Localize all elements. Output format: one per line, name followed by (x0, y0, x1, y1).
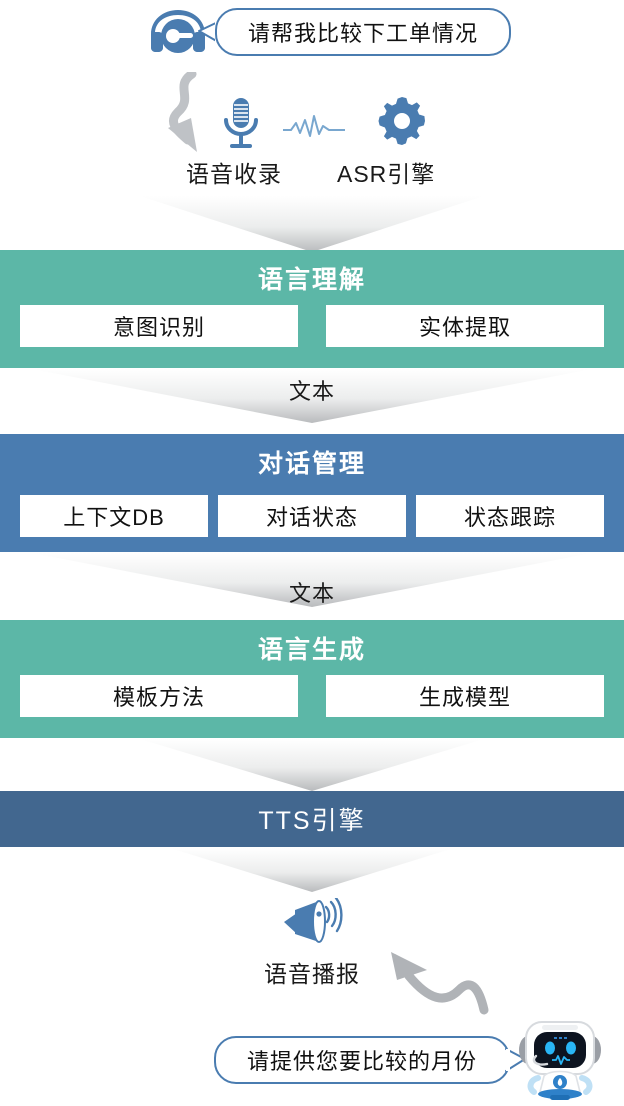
bot-speech-bubble[interactable]: 请提供您要比较的月份 (214, 1036, 510, 1084)
chip-template-method[interactable]: 模板方法 (20, 675, 298, 717)
user-question-text: 请帮我比较下工单情况 (247, 21, 478, 46)
chip-generative-model[interactable]: 生成模型 (326, 675, 604, 717)
curved-arrow-down-icon (158, 69, 224, 160)
stage-nlg-chips: 模板方法 生成模型 (0, 675, 624, 717)
connector-nlg-to-tts (0, 739, 624, 791)
headset-icon (140, 6, 216, 62)
chip-state-tracking[interactable]: 状态跟踪 (416, 495, 604, 537)
chip-dialog-state[interactable]: 对话状态 (218, 495, 406, 537)
connector-tts-to-broadcast (0, 848, 624, 892)
waveform-icon (282, 114, 346, 140)
voice-broadcast-label: 语音播报 (264, 961, 360, 987)
connector-dm-to-nlg-label: 文本 (288, 581, 335, 606)
stage-dm-chips: 上下文DB 对话状态 状态跟踪 (0, 495, 624, 537)
gear-icon (378, 96, 426, 146)
connector-nlu-to-dm-label: 文本 (288, 379, 335, 404)
microphone-icon (219, 96, 263, 152)
chip-entity-extraction[interactable]: 实体提取 (326, 305, 604, 347)
input-caption-row: 语音收录 ASR引擎 (0, 155, 624, 189)
stage-dm-title: 对话管理 (257, 450, 366, 478)
input-icon-row (0, 96, 624, 154)
stage-nlg-title: 语言生成 (257, 636, 366, 664)
megaphone-icon (281, 896, 343, 946)
voice-capture-label: 语音收录 (186, 161, 282, 187)
connector-audio-to-nlu (0, 196, 624, 252)
robot-avatar-icon (514, 1012, 606, 1101)
stage-nlu-title: 语言理解 (257, 266, 366, 294)
stage-nlu-chips: 意图识别 实体提取 (0, 305, 624, 347)
bot-answer-text: 请提供您要比较的月份 (246, 1049, 477, 1074)
asr-engine-label: ASR引擎 (337, 161, 436, 187)
stage-tts-title: TTS引擎 (258, 807, 366, 835)
stage-tts-engine[interactable]: TTS引擎 (0, 791, 624, 847)
connector-nlu-to-dm (0, 369, 624, 423)
chip-context-db[interactable]: 上下文DB (20, 495, 208, 537)
chip-intent-recognition[interactable]: 意图识别 (20, 305, 298, 347)
curved-arrow-up-icon (383, 948, 493, 1028)
connector-dm-to-nlg (0, 553, 624, 607)
user-speech-bubble[interactable]: 请帮我比较下工单情况 (215, 8, 511, 56)
